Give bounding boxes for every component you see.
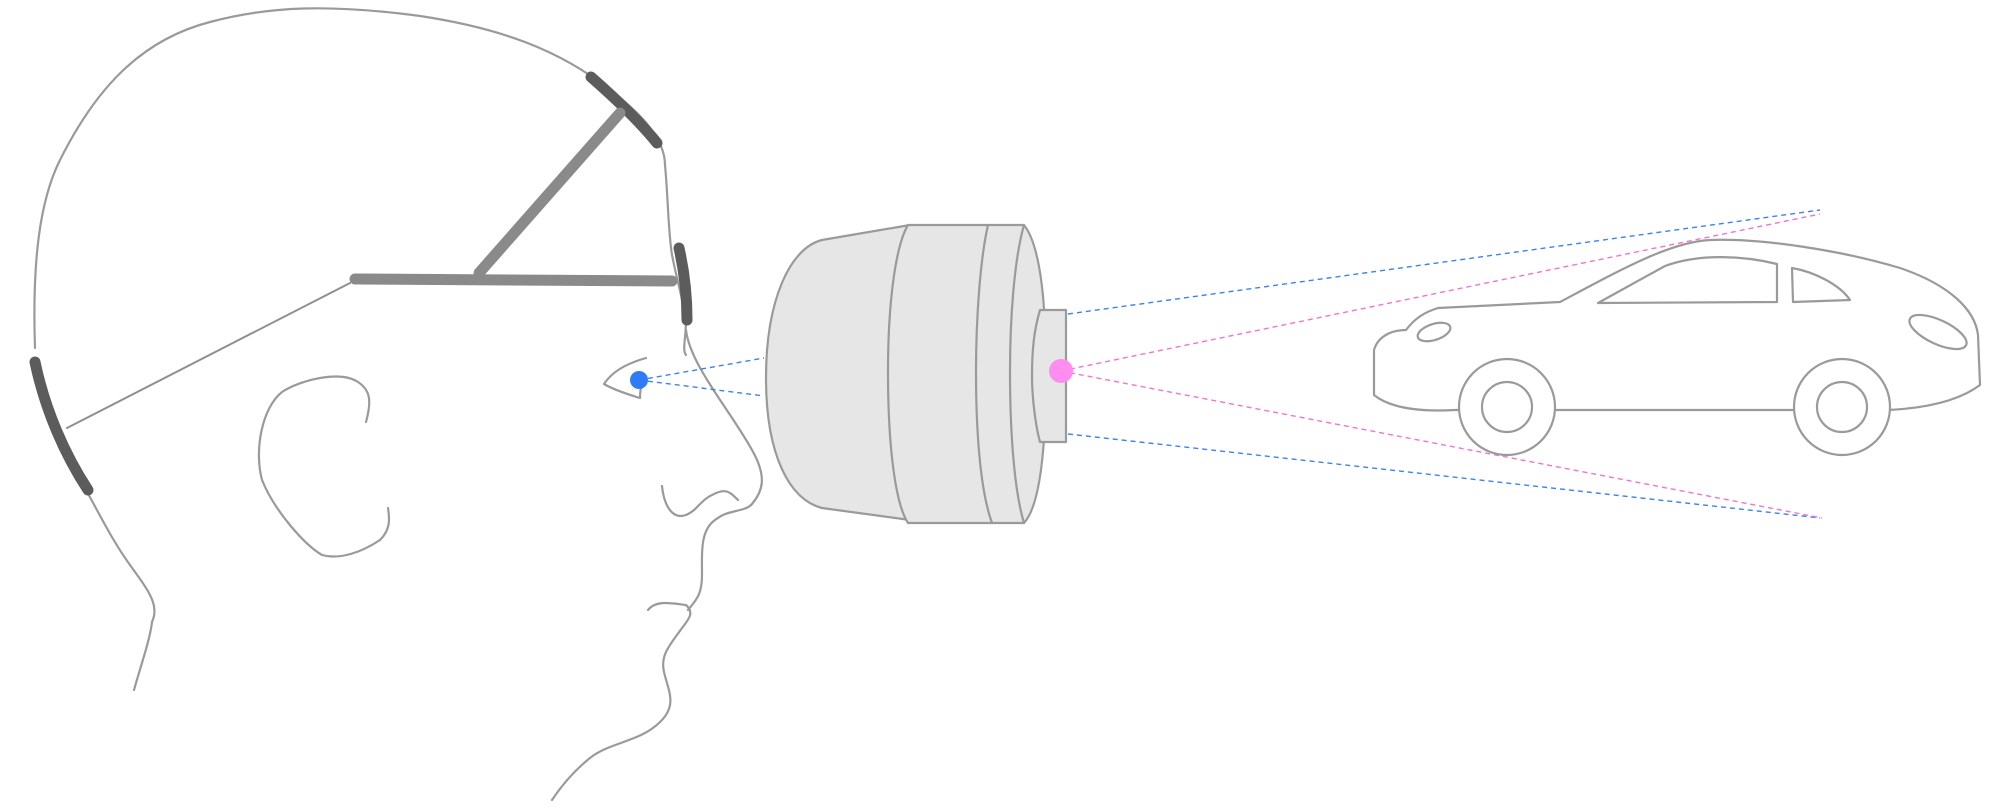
eye-outline: [602, 356, 648, 400]
lips-outline: [550, 601, 692, 802]
car-window-front: [1596, 256, 1779, 305]
lens-main-cylinder: [886, 223, 1048, 525]
car-taillight: [1908, 313, 1968, 351]
ear-outline: [257, 375, 391, 558]
eye-dot-icon: [630, 371, 648, 389]
neck-outline: [84, 488, 156, 692]
ray-field-lower: [1067, 433, 1821, 519]
ray-display-upper: [1060, 213, 1821, 372]
lens-ring-2: [1008, 223, 1026, 525]
car-headlight: [1416, 321, 1452, 343]
ray-eye-lower: [638, 379, 765, 397]
nose-outline: [684, 328, 763, 612]
strap-back-pad: [29, 356, 94, 496]
lens-ring-1: [974, 223, 994, 525]
strap-top-pad: [585, 71, 663, 149]
car-front-hub: [1480, 380, 1534, 434]
display-dot-icon: [1049, 359, 1073, 383]
strap-side-bar: [349, 273, 678, 287]
lens-cylinder-icon: [764, 223, 1068, 525]
car-outline-icon: [1372, 238, 1982, 457]
strap-lower-band: [66, 282, 351, 429]
head-mount-strap: [29, 71, 693, 496]
lens-front-plate: [1030, 308, 1068, 444]
strap-front-pad: [673, 242, 693, 326]
lens-rear-section: [764, 223, 912, 522]
ray-display-lower: [1060, 370, 1823, 519]
light-rays: [638, 209, 1823, 519]
car-rear-hub: [1815, 380, 1869, 434]
car-window-rear: [1790, 266, 1852, 304]
ray-eye-upper: [638, 357, 765, 381]
strap-diagonal: [473, 107, 626, 279]
ray-field-upper: [1067, 209, 1821, 315]
nostril-outline: [660, 484, 740, 518]
skull-outline: [33, 7, 688, 350]
head-profile: [33, 7, 763, 802]
